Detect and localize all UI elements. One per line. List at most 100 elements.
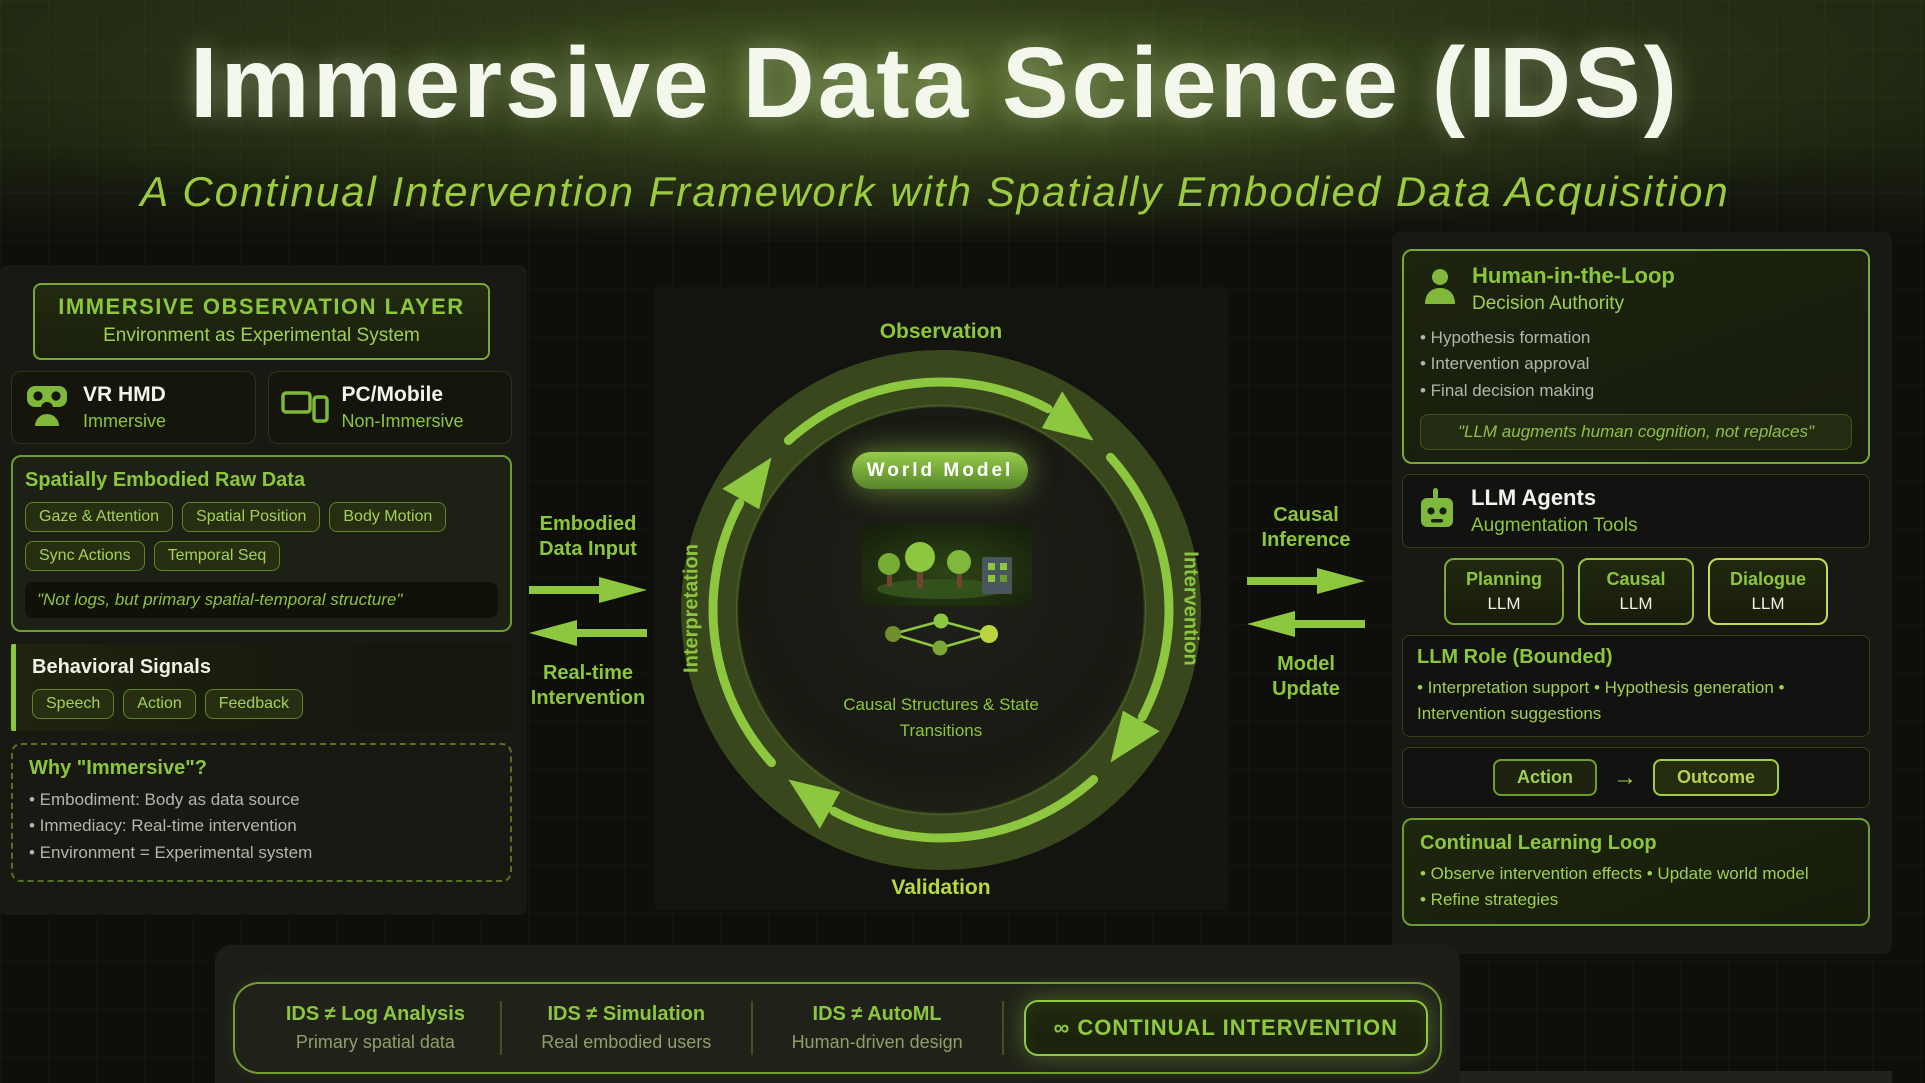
pc-mobile-name: PC/Mobile xyxy=(341,383,444,406)
tag-temporal-seq: Temporal Seq xyxy=(153,541,281,571)
ids-not-automl: IDS ≠ AutoML Human-driven design xyxy=(761,1003,994,1053)
observation-layer-header: IMMERSIVE OBSERVATION LAYER Environment … xyxy=(33,283,490,360)
behavioral-signals-tags: Speech Action Feedback xyxy=(32,689,496,719)
dialogue-llm-chip: Dialogue LLM xyxy=(1707,558,1828,626)
human-bullet-decision: • Final decision making xyxy=(1420,380,1595,400)
behavioral-signals-box: Behavioral Signals Speech Action Feedbac… xyxy=(11,644,512,731)
divider xyxy=(499,1001,502,1055)
human-card-title: Human-in-the-Loop xyxy=(1472,263,1675,288)
bottom-strip: IDS ≠ Log Analysis Primary spatial data … xyxy=(215,945,1460,1083)
arrow-right-icon xyxy=(1247,568,1365,594)
monitor-phone-icon xyxy=(280,385,329,430)
continual-cycle-ring xyxy=(681,350,1201,870)
ids-not-simulation-sub: Real embodied users xyxy=(541,1032,712,1052)
continual-learning-card: Continual Learning Loop • Observe interv… xyxy=(1402,818,1870,927)
person-icon xyxy=(1422,268,1458,311)
continual-learning-title: Continual Learning Loop xyxy=(1420,832,1657,855)
ids-not-simulation: IDS ≠ Simulation Real embodied users xyxy=(510,1003,743,1053)
tag-gaze-attention: Gaze & Attention xyxy=(25,502,174,532)
why-bullet-environment: • Environment = Experimental system xyxy=(29,842,313,862)
llm-role-text: • Interpretation support • Hypothesis ge… xyxy=(1417,678,1785,723)
embodied-data-input-label: Embodied Data Input xyxy=(539,513,637,560)
vr-hmd-card: VR HMD Immersive xyxy=(11,371,256,444)
world-model-pill: World Model xyxy=(852,452,1028,489)
dialogue-llm-label: Dialogue xyxy=(1729,569,1806,590)
observation-layer-title: IMMERSIVE OBSERVATION LAYER xyxy=(58,294,465,319)
action-outcome-row: Action → Outcome xyxy=(1402,747,1870,809)
divider xyxy=(1001,1001,1004,1055)
arrow-left-icon xyxy=(529,620,647,646)
llm-human-panel: Human-in-the-Loop Decision Authority • H… xyxy=(1392,232,1892,954)
vr-hmd-name: VR HMD xyxy=(83,383,166,406)
cycle-caption: Causal Structures & State Transitions xyxy=(843,695,1039,741)
raw-data-box: Spatially Embodied Raw Data Gaze & Atten… xyxy=(11,455,512,632)
page-subtitle: A Continual Intervention Framework with … xyxy=(140,168,1730,215)
device-cards: VR HMD Immersive PC/Mobile Non-Immersive xyxy=(11,371,512,444)
human-card-quote: "LLM augments human cognition, not repla… xyxy=(1420,414,1852,451)
ids-not-simulation-heading: IDS ≠ Simulation xyxy=(547,1003,706,1025)
arrow-left-icon xyxy=(1247,611,1365,637)
behavioral-signals-title: Behavioral Signals xyxy=(32,656,211,678)
tag-action: Action xyxy=(123,689,196,719)
pc-mobile-card: PC/Mobile Non-Immersive xyxy=(267,371,512,444)
human-bullet-hypothesis: • Hypothesis formation xyxy=(1420,328,1591,347)
causal-inference-label: Causal Inference xyxy=(1261,504,1351,551)
tag-body-motion: Body Motion xyxy=(329,502,447,532)
ids-not-log-analysis-sub: Primary spatial data xyxy=(295,1032,455,1052)
observation-layer-subtitle: Environment as Experimental System xyxy=(103,325,420,346)
human-card-subtitle: Decision Authority xyxy=(1472,293,1625,314)
causal-llm-chip: Causal LLM xyxy=(1577,558,1694,626)
robot-icon xyxy=(1417,486,1457,537)
dialogue-llm-type: LLM xyxy=(1751,594,1785,614)
ids-not-log-analysis: IDS ≠ Log Analysis Primary spatial data xyxy=(259,1003,492,1053)
cycle-label-interpretation: Interpretation xyxy=(680,544,703,673)
realtime-intervention-label: Real-time Intervention xyxy=(530,662,646,709)
why-bullet-immediacy: • Immediacy: Real-time intervention xyxy=(29,816,297,836)
ids-not-automl-heading: IDS ≠ AutoML xyxy=(812,1003,942,1025)
cycle-label-intervention: Intervention xyxy=(1179,551,1202,666)
raw-data-title: Spatially Embodied Raw Data xyxy=(25,469,306,491)
action-outcome-arrow-icon: → xyxy=(1612,763,1637,791)
planning-llm-chip: Planning LLM xyxy=(1443,558,1564,626)
human-card-header: Human-in-the-Loop Decision Authority xyxy=(1420,263,1852,315)
planning-llm-label: Planning xyxy=(1465,569,1542,590)
outcome-button: Outcome xyxy=(1652,759,1779,797)
ids-not-automl-sub: Human-driven design xyxy=(791,1032,963,1052)
llm-agents-title: LLM Agents xyxy=(1471,485,1597,511)
planning-llm-type: LLM xyxy=(1487,594,1521,614)
header-glow-band xyxy=(0,0,1925,248)
immersive-observation-panel: IMMERSIVE OBSERVATION LAYER Environment … xyxy=(0,265,527,915)
why-immersive-box: Why "Immersive"? • Embodiment: Body as d… xyxy=(11,743,512,883)
cycle-label-validation: Validation xyxy=(891,876,991,899)
human-bullet-approval: • Intervention approval xyxy=(1420,354,1590,374)
continual-learning-line1: • Observe intervention effects • Update … xyxy=(1420,864,1809,884)
human-in-the-loop-card: Human-in-the-Loop Decision Authority • H… xyxy=(1402,249,1870,465)
why-bullet-embodiment: • Embodiment: Body as data source xyxy=(29,790,300,809)
ids-not-log-analysis-heading: IDS ≠ Log Analysis xyxy=(285,1003,465,1025)
llm-role-title: LLM Role (Bounded) xyxy=(1417,646,1613,669)
action-button: Action xyxy=(1492,759,1597,797)
pc-mobile-mode: Non-Immersive xyxy=(341,411,464,431)
causal-llm-type: LLM xyxy=(1619,594,1653,614)
causal-llm-label: Causal xyxy=(1606,569,1666,590)
arrow-right-icon xyxy=(529,577,647,603)
divider xyxy=(750,1001,753,1055)
vr-hmd-mode: Immersive xyxy=(83,411,167,431)
llm-role-card: LLM Role (Bounded) • Interpretation supp… xyxy=(1402,635,1870,738)
continual-learning-line2: • Refine strategies xyxy=(1420,889,1559,909)
tag-feedback: Feedback xyxy=(204,689,303,719)
llm-chips: Planning LLM Causal LLM Dialogue LLM xyxy=(1402,558,1870,626)
left-flow-arrows: Embodied Data Input Real-time Interventi… xyxy=(520,512,656,711)
world-scene-illustration xyxy=(861,524,1032,606)
why-immersive-title: Why "Immersive"? xyxy=(29,757,207,779)
tag-sync-actions: Sync Actions xyxy=(25,541,145,571)
page-title: Immersive Data Science (IDS) xyxy=(189,27,1681,139)
model-update-label: Model Update xyxy=(1272,653,1340,700)
llm-agents-card: LLM Agents Augmentation Tools xyxy=(1402,474,1870,549)
tag-spatial-position: Spatial Position xyxy=(182,502,321,532)
causal-graph-illustration xyxy=(885,613,998,656)
ids-distinctions-bar: IDS ≠ Log Analysis Primary spatial data … xyxy=(233,982,1442,1074)
vr-headset-icon xyxy=(24,382,70,433)
tag-speech: Speech xyxy=(32,689,115,719)
